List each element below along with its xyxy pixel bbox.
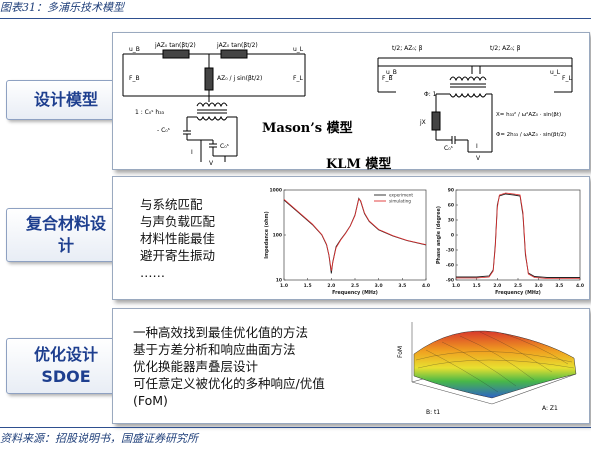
sdoe-line: (FoM) [133,393,168,408]
legend-label: simulating [389,199,411,204]
x-tick-label: 2.5 [514,283,522,289]
sdoe-line: 一种高效找到最佳优化值的方法 [133,325,309,340]
figure-source: 资料来源：招股说明书，国盛证券研究所 [0,432,198,445]
series-line-simulating [456,192,580,279]
klm-phi-formula: Φ= 2h₃₃ / ωAZ₀ · sin(βt/2) [496,132,566,138]
series-line-experiment [456,193,580,278]
mason-ub-label: u_B [129,46,140,53]
mason-circuit: jAZ₀ tan(βt/2) jAZ₀ tan(βt/2) AZ₀ / j si… [122,42,306,166]
y-tick-label: 1000 [269,188,282,194]
klm-circuit: t/2; AZ₀; β t/2; AZ₀; β Φ: 1 jX C₀ˢ X= h… [377,45,573,162]
composite-bullet: …… [140,265,165,280]
mason-ratio-label: 1 : C₀ˢ h₃₃ [135,109,165,116]
mason-negcap-label: - C₀ˢ [157,127,170,134]
composite-bullet-list: 与系统匹配 与声负载匹配 材料性能最佳 避开寄生振动 …… [140,196,215,281]
x-tick-label: 2.0 [327,283,335,289]
y-axis-label: Impedance (ohm) [264,211,270,258]
klm-fl-label: F_L [562,75,572,82]
surface-y-label: B: t1 [426,409,440,416]
mason-cap-label: C₀ˢ [220,143,229,150]
klm-jx-label: jX [419,119,426,126]
surface-x-label: A: Z1 [542,405,558,412]
x-tick-label: 3.5 [398,283,406,289]
y-tick-label: 30 [448,218,454,224]
y-axis-label: Phase angle (degree) [436,206,442,264]
klm-v-label: V [476,155,481,162]
y-tick-label: 10 [276,278,282,284]
mason-z1-label: jAZ₀ tan(βt/2) [154,42,196,49]
klm-fb-label: F_B [382,75,393,82]
mason-z3-label: AZ₀ / j sin(βt/2) [217,75,262,82]
x-tick-label: 4.0 [422,283,430,289]
klm-model-label: KLM 模型 [326,157,392,172]
figure-title: 图表31：多浦乐技术模型 [0,1,124,14]
x-tick-label: 1.0 [280,283,288,289]
x-axis-label: Frequency (MHz) [495,290,541,296]
y-tick-label: 0 [451,233,454,239]
composite-bullet: 与系统匹配 [140,197,203,212]
series-line-simulating [283,198,427,271]
label-sdoe-line-2: SDOE [41,367,91,386]
composite-bullet: 材料性能最佳 [140,231,216,246]
x-tick-label: 4.0 [576,283,584,289]
x-tick-label: 3.0 [375,283,383,289]
y-tick-label: 90 [448,188,454,194]
klm-phi-label: Φ: 1 [424,91,437,98]
mason-i-label: I [191,149,193,156]
x-tick-label: 1.0 [452,283,460,289]
plot-frame [283,189,427,281]
mason-model-label: Mason’s 模型 [262,121,353,136]
sdoe-description: 一种高效找到最佳优化值的方法 基于方差分析和响应曲面方法 优化换能器声叠层设计 … [133,324,325,409]
y-tick-label: 60 [448,203,454,209]
sdoe-line: 基于方差分析和响应曲面方法 [133,342,296,357]
surface-z-label: FoM [397,346,404,358]
mason-z2-label: jAZ₀ tan(βt/2) [216,42,258,49]
klm-x-formula: X= h₃₃² / ω²AZ₀ · sin(βt) [496,111,561,118]
label-optimization-sdoe: 优化设计 SDOE [6,338,126,394]
x-tick-label: 2.5 [351,283,359,289]
mason-fl-label: F_L [293,75,303,82]
sdoe-line: 可任意定义被优化的多种响应/优值 [133,376,325,391]
composite-bullet: 避开寄生振动 [140,248,216,263]
composite-bullet: 与声负载匹配 [140,214,216,229]
klm-ub-label: u_B [386,69,397,76]
response-surface-plot: FoM B: t1 A: Z1 [397,322,577,416]
y-tick-label: -60 [446,263,454,269]
klm-ul-label: u_L [550,69,561,76]
klm-seg1-label: t/2; AZ₀; β [392,45,423,52]
label-composite-line-1: 复合材料设 [25,214,106,233]
mason-fb-label: F_B [129,75,140,82]
design-model-panel [112,32,590,170]
y-tick-label: -90 [446,278,454,284]
label-design-model-text: 设计模型 [33,90,98,109]
label-sdoe-line-1: 优化设计 [33,345,98,364]
mason-v-label: V [209,160,214,166]
label-design-model: 设计模型 [6,80,126,120]
label-composite-design: 复合材料设 计 [6,208,126,262]
x-axis-label: Frequency (MHz) [332,290,378,296]
klm-cap-label: C₀ˢ [444,145,453,152]
y-tick-label: -30 [446,248,454,254]
impedance-chart: 1.0 1.5 2.0 2.5 3.0 3.5 4.0 10 100 1000Frequency … [264,188,430,297]
plot-frame [455,189,581,281]
x-tick-label: 1.5 [304,283,312,289]
bottom-divider [0,427,591,428]
sdoe-line: 优化换能器声叠层设计 [133,359,259,374]
legend-label: experiment [389,193,413,198]
top-divider [0,18,591,19]
x-tick-label: 1.5 [473,283,481,289]
x-tick-label: 3.0 [535,283,543,289]
x-tick-label: 2.0 [493,283,501,289]
x-tick-label: 3.5 [555,283,563,289]
label-composite-line-2: 计 [57,236,74,255]
klm-seg2-label: t/2; AZ₀; β [490,45,521,52]
mason-ul-label: u_L [293,46,304,53]
klm-i-label: I [476,143,478,150]
y-tick-label: 100 [273,233,282,239]
phase-chart: 1.0 1.5 2.0 2.5 3.0 3.5 4.0 -90 -60 -30 0 30 60 90Fre… [436,188,584,297]
